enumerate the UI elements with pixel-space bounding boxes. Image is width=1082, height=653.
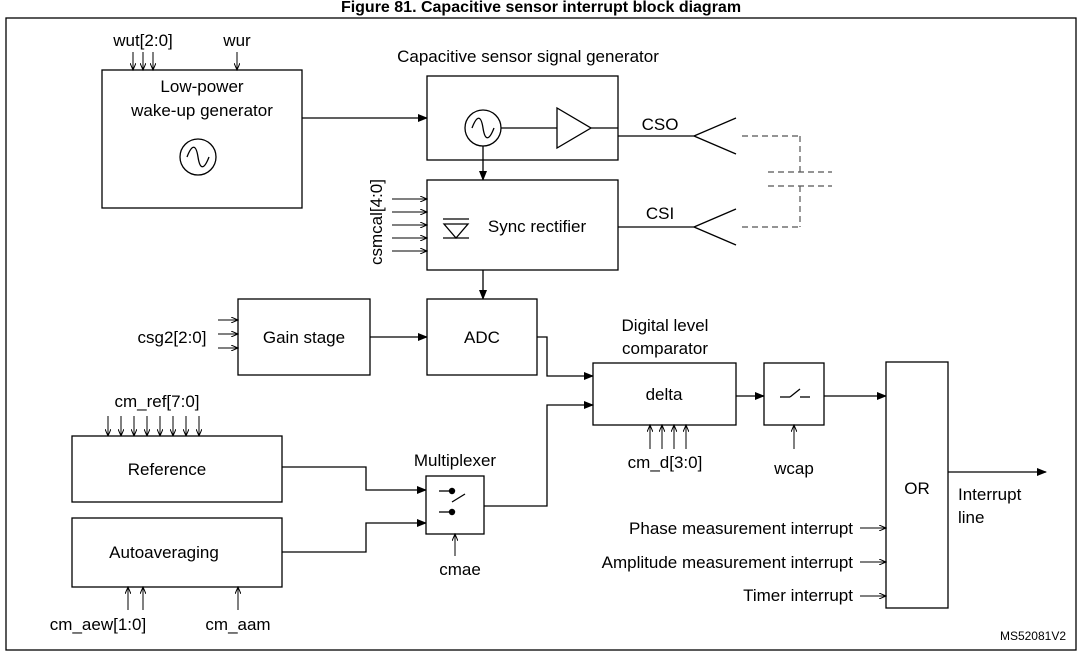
diode-icon (442, 218, 470, 239)
amplifier-icon (556, 106, 593, 150)
wakeup-generator-block: Low-power wake-up generator (101, 69, 303, 209)
delta-label: delta (646, 385, 683, 404)
reference-block: Reference (71, 435, 283, 503)
wakeup-label-1: Low-power (160, 77, 243, 96)
delta-block: delta (592, 362, 737, 426)
dlc-label-2: comparator (622, 339, 708, 358)
amplitude-interrupt-label: Amplitude measurement interrupt (602, 553, 854, 572)
wut-input-arrows (133, 52, 153, 70)
csg2-signal: csg2[2:0] (138, 328, 207, 347)
diagram-frame (5, 17, 1077, 651)
wcap-switch-block (763, 362, 825, 426)
wakeup-label-2: wake-up generator (130, 101, 273, 120)
cm-ref-signal: cm_ref[7:0] (114, 392, 199, 411)
cm-d-signal: cm_d[3:0] (628, 453, 703, 472)
dlc-label-1: Digital level (622, 316, 709, 335)
adc-label: ADC (464, 328, 500, 347)
gain-stage-label: Gain stage (263, 328, 345, 347)
sync-rectifier-label: Sync rectifier (488, 217, 587, 236)
autoaveraging-to-mux-wire (282, 519, 427, 553)
cm-aam-signal: cm_aam (205, 615, 270, 634)
interrupt-line-label-1: Interrupt (958, 485, 1022, 504)
wut-signal: wut[2:0] (112, 31, 173, 50)
autoaveraging-block: Autoaveraging (71, 517, 283, 588)
autoaveraging-label: Autoaveraging (109, 543, 219, 562)
signal-generator-block (426, 75, 619, 161)
or-label: OR (904, 479, 930, 498)
sensing-capacitor-icon (742, 135, 832, 228)
multiplexer-label: Multiplexer (414, 451, 497, 470)
cm-aew-signal: cm_aew[1:0] (50, 615, 146, 634)
phase-interrupt-label: Phase measurement interrupt (629, 519, 853, 538)
csi-electrode-icon (693, 208, 737, 246)
timer-interrupt-label: Timer interrupt (743, 586, 853, 605)
cm-d-input-arrows (650, 425, 686, 449)
figure-title: Figure 81. Capacitive sensor interrupt b… (341, 0, 741, 16)
cmae-signal: cmae (439, 560, 481, 579)
reference-to-mux-wire (282, 466, 427, 494)
sync-rectifier-block: Sync rectifier (426, 179, 619, 271)
mux-switch-icon (439, 487, 466, 516)
csmcal-signal: csmcal[4:0] (367, 179, 386, 265)
csi-signal: CSI (646, 204, 674, 223)
csg-title: Capacitive sensor signal generator (397, 47, 659, 66)
interrupt-line-label-2: line (958, 508, 984, 527)
wcap-signal: wcap (773, 459, 814, 478)
gain-stage-block: Gain stage (237, 298, 371, 376)
cm-aew-input-arrows (128, 587, 143, 610)
cso-signal: CSO (642, 115, 679, 134)
csg2-input-arrows (218, 320, 238, 348)
cm-ref-input-arrows (108, 416, 199, 436)
wur-signal: wur (222, 31, 251, 50)
adc-block: ADC (426, 298, 538, 376)
switch-icon (780, 388, 810, 398)
or-block: OR (885, 361, 949, 609)
cso-electrode-icon (693, 117, 737, 155)
oscillator-icon (179, 138, 217, 176)
csmcal-input-arrows (392, 199, 427, 251)
multiplexer-block (425, 475, 485, 535)
adc-to-delta-wire (537, 336, 594, 380)
reference-label: Reference (128, 460, 206, 479)
mux-to-delta-wire (484, 401, 594, 507)
figure-id: MS52081V2 (1000, 629, 1066, 643)
